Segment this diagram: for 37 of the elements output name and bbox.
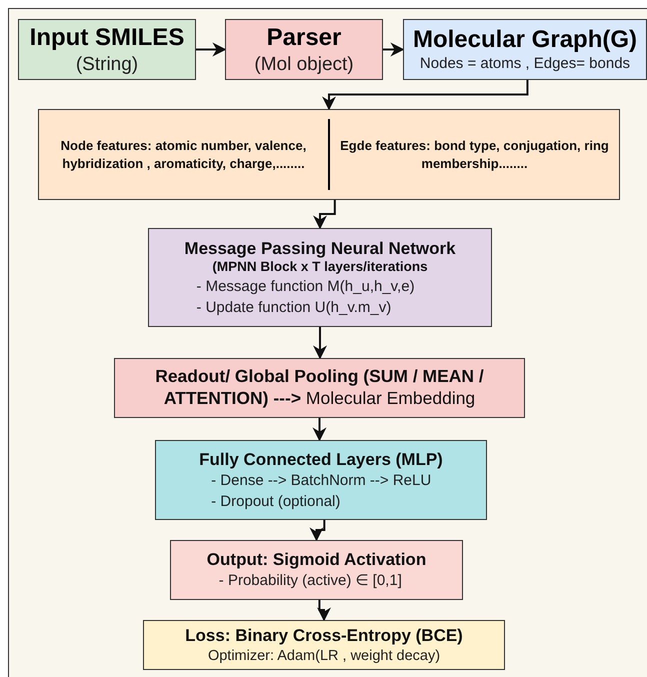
box-title: Molecular Graph(G) (412, 25, 638, 56)
list-item: - Message function M(h_u,h_v,e) (195, 278, 416, 297)
arrow (317, 600, 331, 622)
box-subtitle: Optimizer: Adam(LR , weight decay) (208, 646, 440, 665)
process-box (38, 109, 620, 200)
process-box (18, 19, 196, 80)
process-box (148, 228, 492, 327)
box-subtitle: (Mol object) (254, 52, 354, 76)
box-text: Readout/ Global Pooling (SUM / MEAN / ATTENTION) ---> Molecular Embedding (154, 366, 485, 410)
process-box (155, 440, 487, 520)
process-box (114, 358, 525, 418)
box-subtitle: (String) (76, 52, 138, 76)
arrow (312, 418, 326, 442)
box-title: Fully Connected Layers (MLP) (199, 448, 443, 470)
arrow (310, 520, 326, 542)
arrow (313, 200, 336, 230)
feature-description: Egde features: bond type, conjugation, ring membership........ (339, 136, 610, 172)
list-item: - Update function U(h_v.m_v) (195, 298, 392, 318)
arrow (383, 42, 404, 56)
process-box (225, 19, 383, 80)
box-title: Output: Sigmoid Activation (206, 549, 426, 570)
arrow (313, 327, 327, 360)
arrow (322, 80, 528, 110)
box-title: Loss: Binary Cross-Entropy (BCE) (185, 625, 463, 647)
list-item: - Dense --> BatchNorm --> ReLU (210, 472, 432, 491)
box-subtitle: Nodes = atoms , Edges= bonds (420, 55, 630, 74)
box-title: Input SMILES (30, 22, 184, 53)
box-title: Message Passing Neural Network (184, 238, 456, 259)
process-box (403, 19, 647, 80)
process-box (170, 540, 463, 600)
box-subtitle: (MPNN Block x T layers/iterations (212, 258, 428, 276)
list-item: - Dropout (optional) (210, 492, 342, 512)
arrow (196, 42, 226, 56)
list-item: - Probability (active) ∈ [0,1] (218, 572, 403, 591)
box-title: Parser (266, 22, 342, 53)
process-box (143, 620, 505, 670)
feature-description: Node features: atomic number, valence, hybridization , aromaticity, charge,........ (60, 136, 308, 172)
